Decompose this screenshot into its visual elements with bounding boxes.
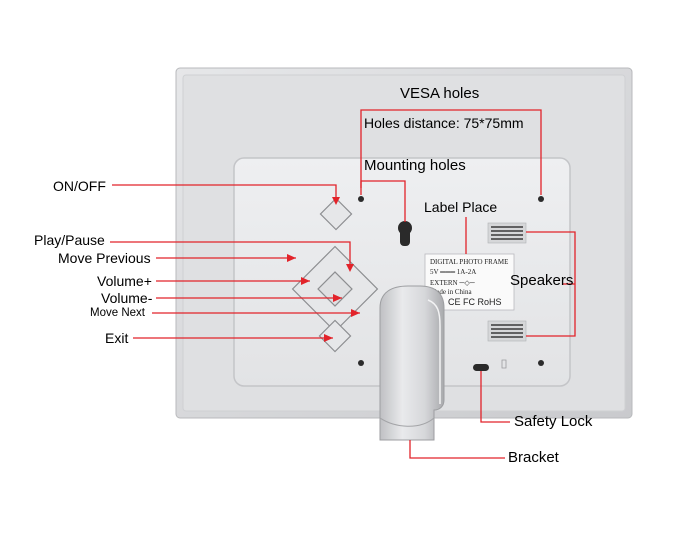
mounting-keyhole-icon [398, 221, 412, 246]
on-off-button[interactable] [319, 197, 353, 231]
label-play-pause: Play/Pause [34, 232, 105, 248]
speaker-grille-bottom [487, 320, 527, 342]
label-mounting-holes: Mounting holes [364, 157, 466, 174]
sticker-marks: CE FC RoHS [448, 297, 502, 307]
kensington-icon [501, 359, 507, 369]
label-safety-lock: Safety Lock [514, 413, 593, 430]
label-volume-plus: Volume+ [97, 273, 152, 289]
bracket-stand [379, 285, 445, 441]
sticker-line2: EXTERN ─◇─ [430, 279, 475, 287]
vesa-hole-top-left [358, 196, 364, 202]
exit-button[interactable] [318, 319, 352, 353]
sticker-line3: Made in China [430, 288, 472, 296]
safety-lock-icon [473, 364, 489, 371]
callout-lines [110, 109, 576, 459]
vesa-hole-bottom-left [358, 360, 364, 366]
callout-arrows [287, 197, 360, 342]
label-holes-distance: Holes distance: 75*75mm [364, 115, 524, 131]
label-move-next: Move Next [90, 307, 145, 319]
sticker-line1: 5V ═══ 1A-2A [430, 268, 476, 276]
label-label-place: Label Place [424, 199, 498, 215]
label-speakers: Speakers [510, 272, 574, 289]
label-bracket: Bracket [508, 449, 559, 466]
vesa-hole-bottom-right [538, 360, 544, 366]
label-move-previous: Move Previous [58, 250, 151, 266]
label-on-off: ON/OFF [53, 178, 106, 194]
label-sticker: DIGITAL PHOTO FRAME 5V ═══ 1A-2A EXTERN … [424, 253, 515, 311]
speaker-grille-top [487, 222, 527, 244]
label-volume-minus: Volume- [101, 290, 153, 306]
label-vesa-holes: VESA holes [400, 85, 480, 102]
vesa-hole-top-right [538, 196, 544, 202]
label-exit: Exit [105, 330, 129, 346]
sticker-title: DIGITAL PHOTO FRAME [430, 258, 508, 266]
